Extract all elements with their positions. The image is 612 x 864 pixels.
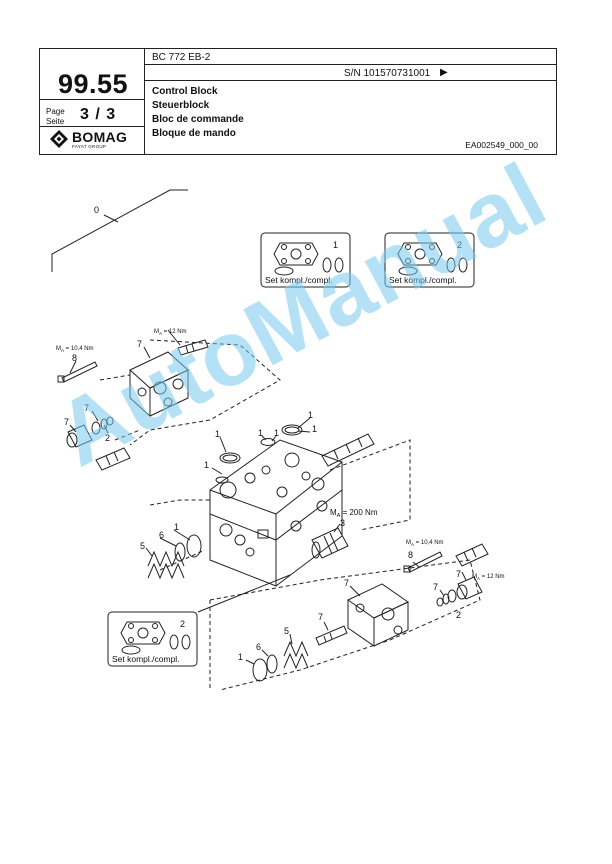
kit-1-label: Set kompl./compl. xyxy=(265,275,333,285)
callout-1: 1 xyxy=(238,652,243,662)
callout-1: 1 xyxy=(274,428,279,438)
nut-cap-lower xyxy=(436,576,483,607)
bolt-lower xyxy=(403,551,443,573)
callout-1: 1 xyxy=(308,410,313,420)
callout-6: 6 xyxy=(256,642,261,652)
kit-3-number: 2 xyxy=(180,619,185,629)
coil-upper xyxy=(95,447,131,471)
torque-a: A xyxy=(159,331,162,336)
seal-ring-lower xyxy=(266,654,278,674)
callout-1: 1 xyxy=(204,460,209,470)
callout-2: 2 xyxy=(456,610,461,620)
title-en: Control Block xyxy=(152,86,218,97)
callout-1: 1 xyxy=(312,424,317,434)
serial-number: S/N 101570731001 xyxy=(344,68,431,79)
torque-eq: = xyxy=(480,574,487,580)
serial-arrow-icon: ▶ xyxy=(440,67,448,78)
bomag-logo: BOMAG FAYAT GROUP xyxy=(50,129,140,151)
o-ring-left xyxy=(186,534,202,558)
solenoid-block-upper xyxy=(129,351,189,418)
logo-subtext: FAYAT GROUP xyxy=(72,144,107,149)
callout-8: 8 xyxy=(72,353,77,363)
exploded-view-drawing: Set kompl./compl. 1 Set kompl./compl. 2 … xyxy=(51,189,505,691)
seal-kit-1 xyxy=(260,232,351,288)
seal-kit-2 xyxy=(384,232,475,288)
torque-eq: = xyxy=(162,329,169,335)
callout-7: 7 xyxy=(84,403,89,413)
o-ring-lower xyxy=(252,658,268,682)
callout-5: 5 xyxy=(284,626,289,636)
spring-lower xyxy=(283,640,309,670)
document-reference: EA002549_000_00 xyxy=(465,140,538,150)
torque-12nm-upper: MA = 12 Nm xyxy=(154,329,187,336)
torque-m: M xyxy=(154,329,159,335)
callout-5: 5 xyxy=(140,541,145,551)
callout-1: 1 xyxy=(215,429,220,439)
machine-model: BC 772 EB-2 xyxy=(152,52,211,63)
logo-text: BOMAG xyxy=(72,129,128,145)
torque-m: M xyxy=(406,540,411,546)
torque-a: A xyxy=(411,542,414,547)
callout-7: 7 xyxy=(64,417,69,427)
callout-7: 7 xyxy=(137,339,142,349)
torque-eq: = xyxy=(340,508,349,517)
title-es: Bloque de mando xyxy=(152,128,236,139)
control-block-main xyxy=(209,439,343,587)
torque-a: A xyxy=(477,576,480,581)
torque-value: 12 Nm xyxy=(169,329,187,335)
page-label: Page Seite xyxy=(46,107,65,127)
kit-1-number: 1 xyxy=(333,240,338,250)
kit-3-label: Set kompl./compl. xyxy=(112,654,180,664)
assembly-bracket xyxy=(51,189,188,272)
torque-a: A xyxy=(337,513,341,519)
callout-7: 7 xyxy=(318,612,323,622)
torque-eq: = xyxy=(64,346,71,352)
title-de: Steuerblock xyxy=(152,100,210,111)
spool-upper-right xyxy=(321,433,375,467)
torque-a: A xyxy=(61,348,64,353)
header-block: 99.55 Page Seite 3 / 3 BOMAG FAYAT GROUP… xyxy=(39,48,557,155)
callout-1: 1 xyxy=(258,428,263,438)
torque-m: M xyxy=(56,346,61,352)
callout-1: 1 xyxy=(174,522,179,532)
bolt-upper xyxy=(57,361,98,383)
torque-eq: = xyxy=(414,540,421,546)
coil-lower xyxy=(455,543,489,567)
page-label-de: Seite xyxy=(46,117,65,126)
callout-3: 3 xyxy=(340,518,345,528)
callout-7: 7 xyxy=(456,569,461,579)
page-number: 99.55 xyxy=(57,69,129,99)
torque-m: M xyxy=(472,574,477,580)
callout-8: 8 xyxy=(408,550,413,560)
torque-value: 10,4 Nm xyxy=(71,346,94,352)
torque-value: 200 Nm xyxy=(349,508,377,517)
torque-m: M xyxy=(330,508,337,517)
kit-2-label: Set kompl./compl. xyxy=(389,275,457,285)
title-fr: Bloc de commande xyxy=(152,114,244,125)
plunger-lower xyxy=(315,625,348,646)
spring-left xyxy=(147,550,185,580)
solenoid-block-lower xyxy=(347,583,409,647)
callout-7: 7 xyxy=(433,582,438,592)
page-label-en: Page xyxy=(46,107,65,116)
seal-kit-3 xyxy=(107,611,198,667)
torque-200nm: MA = 200 Nm xyxy=(330,508,378,519)
plunger-upper xyxy=(177,339,209,356)
seal-ring-left xyxy=(174,542,186,562)
callout-2: 2 xyxy=(105,433,110,443)
torque-12nm-lower: MA = 12 Nm xyxy=(472,574,505,581)
torque-10nm-upper: MA = 10,4 Nm xyxy=(56,346,94,353)
torque-10nm-lower: MA = 10,4 Nm xyxy=(406,540,444,547)
bomag-diamond-icon xyxy=(50,130,68,148)
cartridge-valve xyxy=(311,527,349,559)
page-count: 3 / 3 xyxy=(80,106,117,123)
torque-value: 12 Nm xyxy=(487,574,505,580)
callout-0: 0 xyxy=(94,205,99,215)
nut-cap-upper xyxy=(66,416,114,448)
callout-7: 7 xyxy=(344,578,349,588)
torque-value: 10,4 Nm xyxy=(421,540,444,546)
kit-2-number: 2 xyxy=(457,240,462,250)
callout-6: 6 xyxy=(159,530,164,540)
